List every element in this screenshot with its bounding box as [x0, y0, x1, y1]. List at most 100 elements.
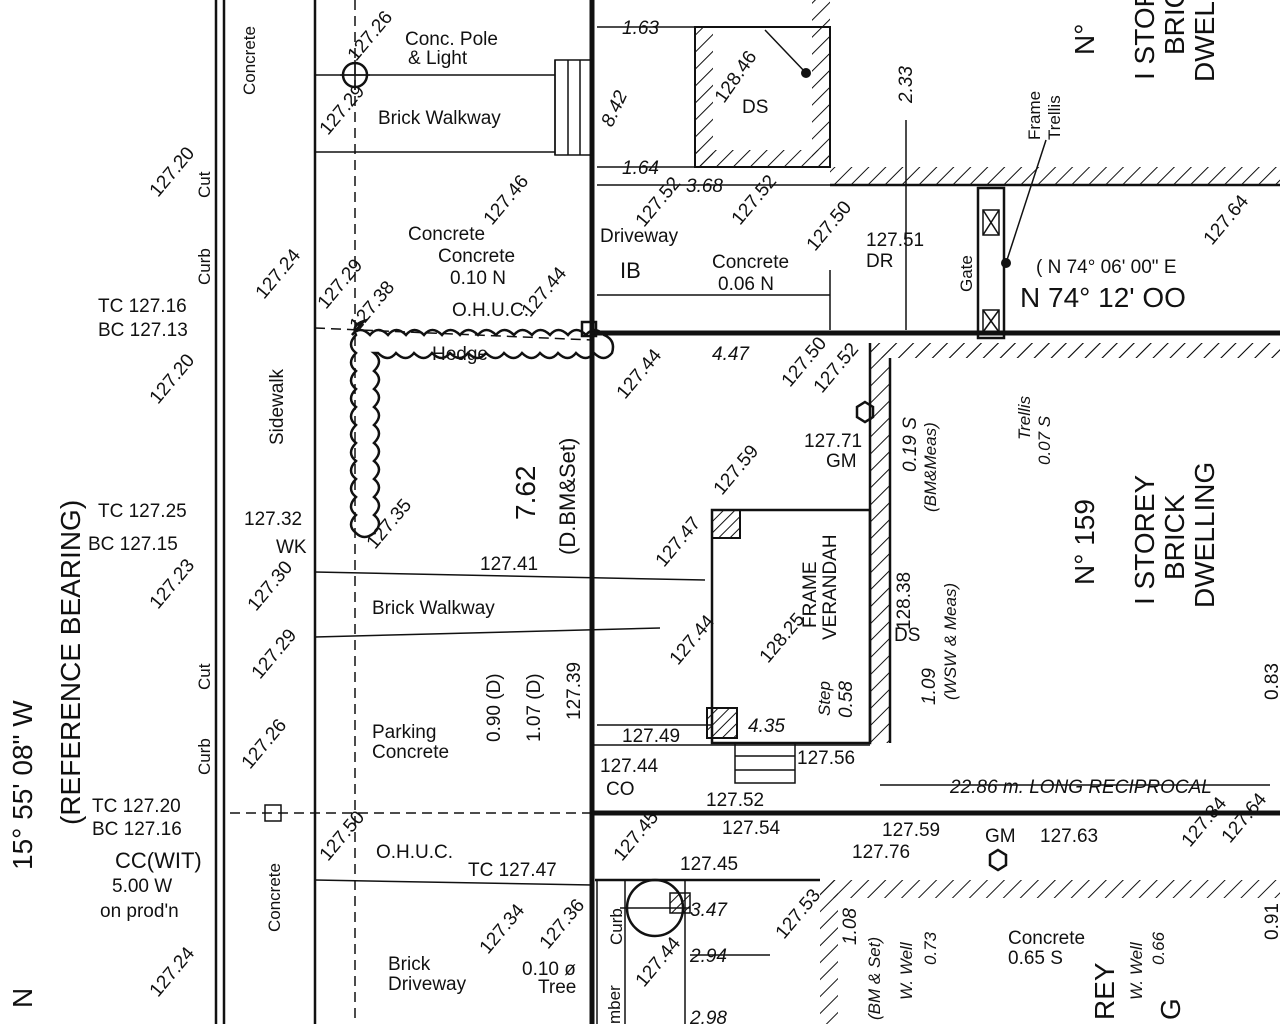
- cc-prod-label: on prod'n: [100, 901, 179, 922]
- elev: 127.24: [146, 943, 200, 1001]
- bearing-big-label: N 74° 12' OO: [1020, 282, 1186, 313]
- elev: 127.84: [1178, 793, 1232, 851]
- rey-label: REY: [1089, 962, 1120, 1020]
- dim-447: 4.47: [712, 344, 750, 365]
- elev: 127.56: [797, 748, 855, 769]
- curb-small-label: Curb: [607, 908, 626, 945]
- elev: 127.51: [866, 230, 924, 251]
- dbm-set-label: (D.BM&Set): [555, 438, 580, 555]
- top-dwelling-1: I STOREY: [1129, 0, 1160, 80]
- elev: 127.24: [252, 245, 306, 303]
- elev: 127.54: [722, 818, 781, 839]
- elev: 127.50: [316, 807, 369, 865]
- driveway-edge-lower: [314, 879, 593, 886]
- top-dwelling-hatch: [830, 167, 1280, 185]
- elev: 127.44: [632, 933, 686, 991]
- north-line-hatch: [890, 343, 1280, 358]
- verandah-steps: [734, 742, 796, 784]
- gate-box: [982, 309, 1000, 333]
- walkway-mid-upper: [314, 571, 706, 581]
- elev: 127.26: [344, 7, 397, 65]
- cut-top-label: Cut: [195, 171, 214, 198]
- gas-meter-symbol: [855, 400, 875, 424]
- tree-label: Tree: [538, 977, 576, 998]
- dim-107: 1.07 (D): [524, 673, 545, 742]
- elev: 127.64: [1200, 191, 1254, 249]
- bc-1-label: BC 127.13: [98, 320, 188, 341]
- elev: 0.83: [1262, 663, 1280, 700]
- reciprocal-label: 22.86 m. LONG RECIPROCAL: [949, 777, 1212, 798]
- elev: 127.26: [238, 715, 291, 773]
- elev: 128.38: [894, 572, 915, 630]
- dwelling-no-label: N° 159: [1069, 499, 1100, 585]
- elev: 127.44: [518, 263, 572, 321]
- g-label: G: [1155, 998, 1186, 1020]
- dim-368: 3.68: [686, 176, 723, 197]
- tc-dashed-label: TC 127.47: [468, 860, 557, 881]
- elev: 127.29: [248, 625, 301, 683]
- concrete-a-label: Concrete: [408, 224, 485, 245]
- dwelling-line-2: BRICK: [1159, 494, 1190, 580]
- verandah-post-bottom: [706, 707, 738, 739]
- cut-bottom-label: Cut: [195, 663, 214, 690]
- top-dwelling-2: BRIC: [1159, 0, 1190, 55]
- dim-842: 8.42: [597, 87, 632, 130]
- reference-bearing-label: (REFERENCE BEARING): [55, 500, 86, 825]
- dwelling-line-1: I STOREY: [1129, 474, 1160, 605]
- dim-347: 3.47: [690, 900, 728, 921]
- valve-box: [264, 804, 282, 822]
- bc-3-label: BC 127.16: [92, 819, 182, 840]
- hedge-outline: [349, 318, 615, 539]
- tree-trunk-hatch: [669, 892, 691, 914]
- elev: 127.59: [710, 441, 763, 499]
- concrete-d-label: Concrete: [1008, 928, 1085, 949]
- neighbour-wall-hatch-bottom: [695, 150, 830, 167]
- ohuc-line-top: [314, 327, 593, 341]
- elev: 127.32: [244, 509, 302, 530]
- gm-bottom-label: GM: [985, 826, 1016, 847]
- south-neighbour-hatch-v: [820, 880, 838, 1024]
- elev: 127.46: [480, 171, 533, 229]
- bm-set-label: (BM & Set): [865, 937, 884, 1020]
- top-dwelling-no: N°: [1069, 24, 1100, 55]
- w-well-1-label: W. Well: [897, 941, 916, 1000]
- concrete-c-label: Concrete: [712, 252, 789, 273]
- curb-bottom-label: Curb: [195, 738, 214, 775]
- ohuc-top-label: O.H.U.C.: [452, 300, 529, 321]
- sidewalk-label: Sidewalk: [267, 368, 288, 445]
- conc-pole-label: Conc. Pole: [405, 29, 498, 50]
- iron-bar-marker: [580, 320, 598, 338]
- tc-3-label: TC 127.20: [92, 796, 181, 817]
- concrete-d-value: 0.65 S: [1008, 948, 1063, 969]
- brick-walkway-mid-label: Brick Walkway: [372, 598, 495, 619]
- parking-label: Parking: [372, 722, 436, 743]
- bc-2-label: BC 127.15: [88, 534, 178, 555]
- cc-wit-label: CC(WIT): [115, 848, 202, 873]
- w-well-2-value: 0.66: [1149, 931, 1168, 965]
- dim-108: 1.08: [840, 908, 861, 945]
- elev: 127.45: [610, 807, 663, 865]
- dim-298: 2.98: [689, 1008, 727, 1024]
- wsw-meas-label: (WSW & Meas): [941, 583, 960, 700]
- dim-435: 4.35: [748, 716, 785, 737]
- frame-label: FRAME: [800, 562, 821, 629]
- concrete-c-value: 0.06 N: [718, 274, 774, 295]
- elev: 127.29: [316, 81, 369, 139]
- bm-meas-label: (BM&Meas): [921, 422, 940, 512]
- tc-1-label: TC 127.16: [98, 296, 187, 317]
- elev: 128.25: [756, 609, 809, 667]
- elev: 127.52: [728, 171, 781, 229]
- elev: 127.44: [613, 345, 667, 403]
- elev: 127.63: [1040, 826, 1098, 847]
- brick-walkway-top-label: Brick Walkway: [378, 108, 501, 129]
- elev: 127.44: [600, 756, 659, 777]
- verandah-post-top: [711, 509, 741, 539]
- concrete-left-top-label: Concrete: [240, 26, 259, 95]
- ds-mid-label: DS: [894, 625, 920, 646]
- elev: 127.23: [146, 555, 199, 613]
- elev: 127.71: [804, 431, 862, 452]
- neighbour-wall-hatch-right: [812, 0, 830, 167]
- dim-019: 0.19 S: [900, 417, 921, 472]
- top-steps: [554, 59, 593, 156]
